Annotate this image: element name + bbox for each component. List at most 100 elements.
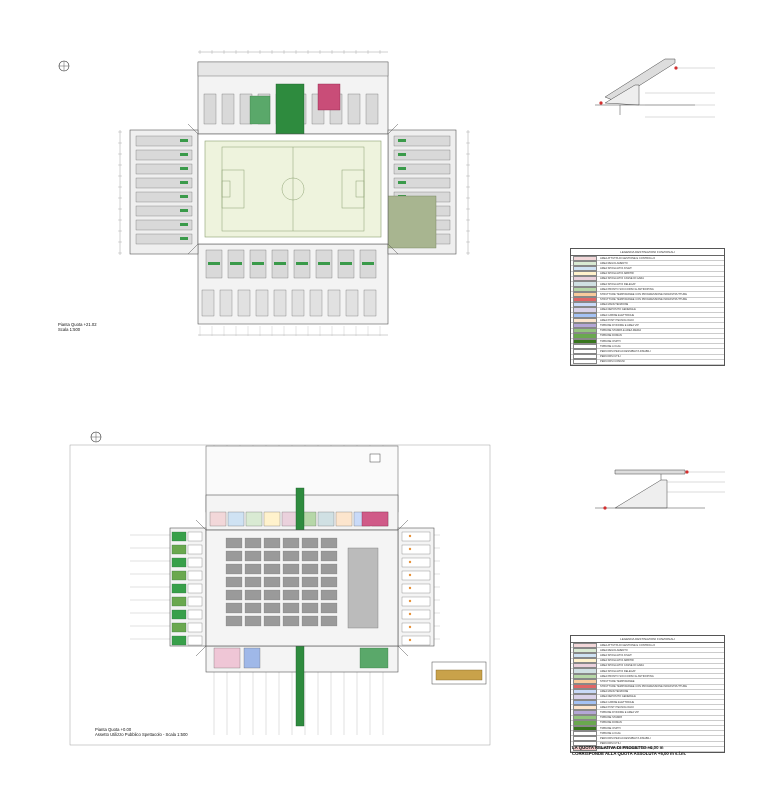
legend-label: AREA POSTI TECNOLOGICI xyxy=(600,705,634,709)
legend-swatch xyxy=(573,647,597,653)
legend-row: STRUTTURE TEMPORANEE CON PROGRESSIONE IN… xyxy=(571,684,724,690)
legend-row: AREA SPOGLIATOI DELEGATI xyxy=(571,281,724,288)
east-marker xyxy=(408,534,412,538)
legend-label: TRIBUNE DOMANI xyxy=(600,334,623,338)
legend-label: AREA CABINE ELETTRICHE xyxy=(600,313,635,317)
south-stair xyxy=(255,289,269,317)
arena-seat-block xyxy=(244,602,262,614)
west-green-strip xyxy=(180,181,188,184)
arena-seat-block xyxy=(320,615,338,627)
legend-swatch xyxy=(573,255,597,261)
west-green-strip xyxy=(180,237,188,240)
legend-swatch xyxy=(573,297,597,303)
legend-row: STRUTTURE TEMPORANEE xyxy=(571,678,724,685)
east-room xyxy=(401,609,431,620)
west-room xyxy=(187,583,203,594)
legend-swatch xyxy=(573,260,597,266)
legend-swatch xyxy=(573,725,597,731)
south-green-strip xyxy=(296,262,308,265)
section-roof xyxy=(604,58,676,102)
arena-seat-block xyxy=(225,576,243,588)
west-green-strip xyxy=(180,223,188,226)
west-green-room xyxy=(171,531,187,542)
arena-seat-block xyxy=(263,563,281,575)
arena-seat-block xyxy=(225,615,243,627)
north-stand-block xyxy=(221,93,235,125)
east-room xyxy=(401,531,431,542)
north-arrow-cross xyxy=(59,61,69,71)
legend-row: PERCORSI PER ACCESSIBILITA DISABILI xyxy=(571,735,724,742)
legend-label: TRIBUNE DOMANI xyxy=(600,721,623,725)
section-stand xyxy=(604,84,640,106)
east-room xyxy=(401,622,431,633)
east-marker xyxy=(408,638,412,642)
west-stand-block xyxy=(135,149,193,161)
arena-seat-block xyxy=(320,602,338,614)
south-stair xyxy=(327,289,341,317)
west-room xyxy=(187,622,203,633)
legend-row: AREA CABINE ELETTRICHE xyxy=(571,699,724,706)
corner-link xyxy=(397,519,409,531)
north-green-sector xyxy=(275,83,305,135)
west-green-strip xyxy=(180,139,188,142)
west-green-room xyxy=(171,635,187,646)
corner-link xyxy=(187,123,199,135)
east-green-strip xyxy=(398,181,406,184)
legend-row: AREA REGOLAMENTO xyxy=(571,260,724,267)
arena-seat-block xyxy=(320,563,338,575)
legend-label: PERCORSI UTILI xyxy=(600,355,621,359)
legend-swatch xyxy=(573,699,597,705)
legend-row: PERCORSI COMUNI xyxy=(571,359,724,365)
north-room xyxy=(335,511,353,527)
arena-seat-block xyxy=(263,615,281,627)
north-room xyxy=(281,511,299,527)
west-room xyxy=(187,570,203,581)
legend-swatch xyxy=(573,694,597,700)
bottom-legend-title: LEGENDA DESTINAZIONI FUNZIONALI xyxy=(571,636,724,643)
legend-label: TRIBUNE D'ONORE E AREA VIP xyxy=(600,324,639,328)
top-floor-plan xyxy=(58,50,470,336)
south-green-corridor xyxy=(295,645,305,727)
legend-row: TRIBUNE D'ONORE E AREA VIP xyxy=(571,322,724,329)
east-room xyxy=(401,596,431,607)
arena-stage xyxy=(347,547,379,629)
legend-swatch xyxy=(573,684,597,690)
north-stand-block xyxy=(203,93,217,125)
legend-swatch xyxy=(573,302,597,308)
south-green-strip xyxy=(318,262,330,265)
north-green-corridor xyxy=(295,487,305,531)
north-vip-room xyxy=(361,511,389,527)
bottom-floor-plan xyxy=(69,431,491,746)
west-stand-block xyxy=(135,177,193,189)
west-green-strip xyxy=(180,209,188,212)
legend-row: AREA MANUTENZIONE xyxy=(571,689,724,695)
legend-label: AREA REGOLAMENTO xyxy=(600,648,628,652)
legend-row: AREA SPOGLIATOI CASSE DI GARA xyxy=(571,276,724,282)
legend-swatch xyxy=(573,730,597,736)
bottom-sheet: Pianta Quota +0.00 Assetto Utilizzo Pubb… xyxy=(0,390,765,800)
west-room xyxy=(187,635,203,646)
south-stair xyxy=(273,289,287,317)
south-green-strip xyxy=(252,262,264,265)
west-stand-block xyxy=(135,135,193,147)
arena-seat-block xyxy=(282,602,300,614)
legend-row: PERCORSI UTILI xyxy=(571,354,724,360)
legend-row: TRIBUNE DOMANI xyxy=(571,333,724,339)
south-stair xyxy=(201,289,215,317)
north-stand-block xyxy=(365,93,379,125)
arena-seat-block xyxy=(320,550,338,562)
west-room xyxy=(187,557,203,568)
legend-swatch xyxy=(573,359,597,365)
legend-row: AREA POSTI TECNOLOGICI xyxy=(571,317,724,324)
legend-label: AREA SPOGLIATOI CASSE DI GARA xyxy=(600,277,645,281)
west-stand-block xyxy=(135,163,193,175)
legend-row: AREA ATTIVITA DI GESTIONE E CONTROLLO xyxy=(571,255,724,262)
arena-seat-block xyxy=(320,537,338,549)
legend-row: TRIBUNE STAMPA xyxy=(571,715,724,721)
legend-label: AREA MANUTENZIONE xyxy=(600,690,629,694)
legend-swatch xyxy=(573,642,597,648)
legend-row: AREA SPOGLIATOI DELEGATI xyxy=(571,668,724,675)
west-stand-block xyxy=(135,233,193,245)
south-stair xyxy=(291,289,305,317)
legend-label: PERCORSI UTILI xyxy=(600,742,621,746)
